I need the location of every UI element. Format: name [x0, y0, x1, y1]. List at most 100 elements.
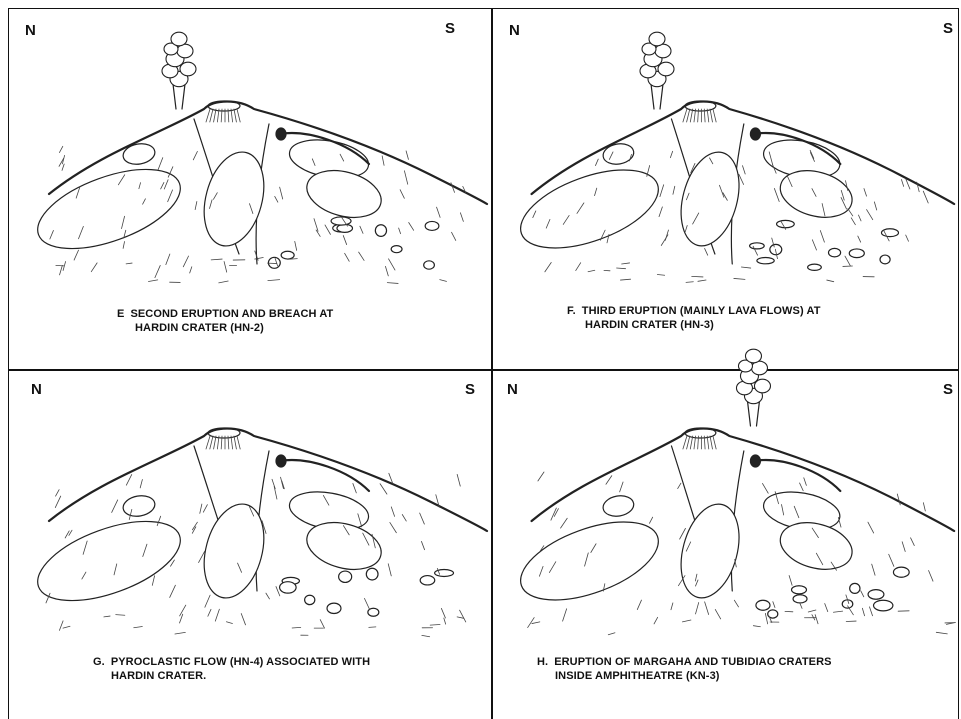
plume-column — [651, 84, 663, 109]
crater-hatch — [214, 109, 216, 122]
slope-hatch — [825, 604, 828, 612]
slope-hatch — [902, 542, 905, 552]
slope-hatch — [444, 618, 446, 624]
volcano-sketch — [9, 371, 491, 651]
lava-lobe — [122, 141, 157, 166]
boulder — [808, 264, 822, 270]
boulder — [425, 221, 439, 230]
caption-line-1: PYROCLASTIC FLOW (HN-4) ASSOCIATED WITH — [111, 656, 370, 668]
ground-hatch — [657, 274, 664, 275]
ash-puff — [754, 379, 770, 393]
slope-hatch — [420, 513, 425, 524]
boulder — [424, 261, 435, 269]
boulder — [842, 600, 853, 608]
crater-hatch — [710, 436, 712, 449]
slope-hatch — [152, 576, 154, 586]
slope-hatch — [399, 228, 401, 234]
ground-hatch — [686, 282, 693, 283]
slope-hatch — [673, 186, 675, 194]
slope-hatch — [864, 189, 867, 197]
slope-hatch — [406, 151, 408, 160]
panel-e: N S ESECOND ERUPTION AND BREACH AT HARDI… — [9, 9, 491, 369]
boulder — [339, 571, 352, 582]
slope-hatch — [195, 201, 197, 209]
slope-hatch — [660, 185, 664, 197]
lava-lobe — [511, 154, 669, 264]
slope-hatch — [861, 591, 864, 597]
plume-column — [173, 84, 185, 109]
boulder — [391, 246, 402, 253]
slope-hatch — [193, 151, 197, 159]
slope-hatch — [359, 252, 364, 260]
crater-hatch — [206, 436, 210, 449]
slope-hatch — [870, 607, 873, 616]
boulder — [757, 257, 774, 263]
slope-hatch — [545, 262, 551, 271]
ground-hatch — [430, 624, 440, 625]
slope-hatch — [360, 226, 363, 233]
slope-hatch — [241, 613, 245, 624]
slope-hatch — [901, 180, 903, 187]
ground-hatch — [148, 280, 157, 282]
slope-hatch — [851, 218, 855, 225]
slope-hatch — [409, 222, 414, 230]
ash-puff — [171, 32, 187, 46]
boulder — [792, 586, 807, 594]
boulder — [874, 600, 893, 611]
ground-hatch — [682, 620, 690, 622]
boulder — [893, 567, 909, 577]
panel-g: N S G.PYROCLASTIC FLOW (HN-4) ASSOCIATED… — [9, 371, 491, 719]
boulder — [881, 229, 898, 237]
slope-hatch — [742, 166, 745, 174]
slope-hatch — [65, 531, 69, 538]
boulder — [777, 220, 795, 227]
slope-hatch — [929, 571, 933, 582]
slope-hatch — [325, 225, 330, 234]
slope-hatch — [183, 256, 188, 267]
ground-hatch — [833, 611, 842, 612]
slope-hatch — [774, 188, 779, 201]
volcano-sketch — [493, 371, 958, 651]
slope-hatch — [380, 484, 387, 494]
crater-hatch — [713, 109, 716, 122]
caption-line-1: THIRD ERUPTION (MAINLY LAVA FLOWS) AT — [582, 305, 821, 317]
slope-hatch — [437, 207, 441, 217]
slope-hatch — [576, 263, 581, 271]
crater-hatch — [690, 109, 692, 122]
slope-hatch — [800, 483, 804, 491]
slope-hatch — [215, 609, 219, 621]
panel-letter: E — [117, 308, 124, 320]
lava-lobe — [672, 498, 749, 605]
crater-hatch — [683, 109, 687, 122]
boulder — [849, 249, 864, 258]
ground-hatch — [622, 263, 630, 264]
slope-hatch — [862, 608, 864, 615]
slope-hatch — [680, 528, 686, 539]
slope-hatch — [671, 603, 673, 610]
caption-line-2: HARDIN CRATER (HN-3) — [567, 318, 821, 332]
ground-hatch — [608, 633, 615, 635]
slope-hatch — [715, 609, 720, 618]
slope-hatch — [911, 538, 915, 546]
panel-caption: F.THIRD ERUPTION (MAINLY LAVA FLOWS) AT … — [567, 304, 821, 332]
boulder — [268, 257, 280, 268]
vent-shadow — [276, 455, 286, 467]
slope-hatch — [123, 242, 124, 249]
slope-hatch — [538, 472, 544, 481]
slope-hatch — [804, 478, 807, 486]
slope-hatch — [923, 191, 928, 203]
plume-column — [747, 401, 759, 426]
frame-right-border — [958, 8, 959, 719]
slope-hatch — [874, 202, 876, 210]
ground-hatch — [532, 622, 540, 624]
ground-hatch — [134, 627, 143, 628]
lava-lobe — [28, 505, 191, 616]
slope-hatch — [200, 504, 202, 513]
lava-lobe — [195, 497, 274, 604]
slope-hatch — [158, 158, 163, 170]
slope-hatch — [224, 262, 227, 273]
lava-lobe — [28, 153, 191, 264]
ground-hatch — [936, 632, 947, 634]
slope-hatch — [56, 490, 60, 496]
volcano-sketch — [9, 9, 491, 299]
